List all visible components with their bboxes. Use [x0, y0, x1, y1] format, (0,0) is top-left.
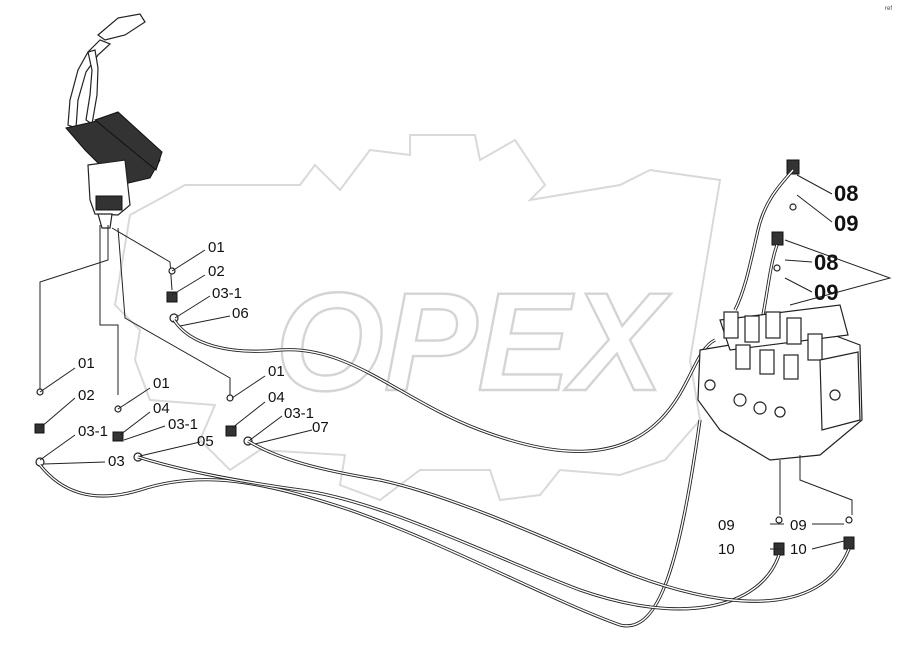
callout-valve-09b: 09 — [814, 280, 838, 305]
callout-top-06: 06 — [232, 305, 249, 322]
pilot-line-a — [99, 225, 119, 395]
callout-right-03-1: 03-1 — [284, 405, 314, 422]
watermark-gear — [113, 134, 722, 502]
control-valve-block — [697, 304, 863, 515]
callout-right-07: 07 — [312, 419, 329, 436]
bottom-callout-leaders — [770, 523, 845, 550]
callout-right-01: 01 — [268, 363, 285, 380]
callout-mid-05: 05 — [197, 433, 214, 450]
pilot-line-d — [117, 227, 231, 395]
callout-left-01: 01 — [78, 355, 95, 372]
callout-labels: 01 02 03-1 03 01 04 03-1 05 01 02 03-1 0… — [78, 181, 858, 558]
callout-mid-04: 04 — [153, 400, 170, 417]
callout-left-03: 03 — [108, 453, 125, 470]
pilot-line-b — [39, 225, 109, 390]
callout-top-01: 01 — [208, 239, 225, 256]
callout-left-03-1: 03-1 — [78, 423, 108, 440]
left-callout-leaders — [39, 367, 106, 465]
callout-left-02: 02 — [78, 387, 95, 404]
callout-valve-08b: 08 — [814, 250, 838, 275]
top-callout-leaders — [171, 249, 231, 327]
callout-bottom-10a: 10 — [718, 541, 735, 558]
callout-mid-01: 01 — [153, 375, 170, 392]
callout-bottom-09b: 09 — [790, 517, 807, 534]
valve-callout-leaders — [784, 174, 892, 306]
right-callout-leaders — [231, 375, 313, 445]
mid-callout-leaders — [117, 387, 201, 457]
corner-reference: ref — [885, 6, 892, 12]
callout-valve-09a: 09 — [834, 211, 858, 236]
pilot-line-c — [111, 227, 173, 291]
pilot-control-unit — [65, 13, 163, 229]
callout-top-02: 02 — [208, 263, 225, 280]
callout-bottom-10b: 10 — [790, 541, 807, 558]
callout-top-03-1: 03-1 — [212, 285, 242, 302]
watermark: OPEX — [113, 134, 722, 502]
callout-mid-03-1: 03-1 — [168, 416, 198, 433]
hoses — [38, 168, 851, 628]
watermark-text: OPEX — [275, 263, 672, 420]
callout-bottom-09a: 09 — [718, 517, 735, 534]
callout-valve-08a: 08 — [834, 181, 858, 206]
callout-right-04: 04 — [268, 389, 285, 406]
valve-callout-leaders-b — [784, 259, 813, 293]
